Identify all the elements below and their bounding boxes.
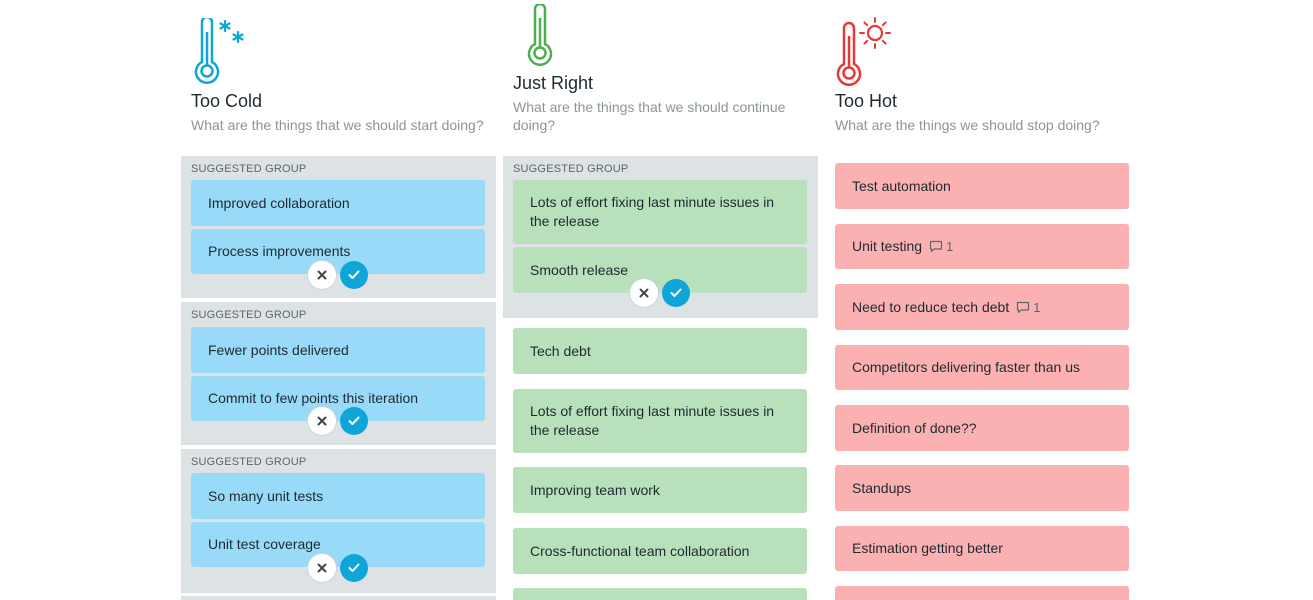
card-text: Smooth release [530,261,629,278]
card-partial[interactable] [513,588,807,600]
comment-count-value: 1 [1033,299,1041,315]
card[interactable]: Improving team work [513,467,807,513]
card[interactable]: Cross-functional team collaboration [513,528,807,574]
suggested-group-partial [181,596,496,600]
check-icon [670,288,682,297]
comment-count-value: 1 [946,239,954,254]
card-text: Estimation getting better [852,540,1003,556]
card[interactable]: Competitors delivering faster than us [835,345,1129,390]
check-icon [348,416,360,425]
comment-icon [1017,301,1030,313]
accept-group-button[interactable] [662,279,690,307]
card[interactable]: Fewer points delivered [191,327,485,373]
thermometer-sun-icon [836,17,891,86]
card[interactable]: Unit testing 1 [835,224,1129,269]
reject-group-button[interactable] [308,554,336,582]
column-header-just-right: Just Right What are the things that we s… [513,0,808,150]
card[interactable]: Definition of done?? [835,405,1129,451]
column-title: Too Cold [191,91,263,111]
thermometer-snowflake-icon [194,18,244,84]
card-text: Unit test coverage [208,536,321,552]
card-text: Competitors delivering faster than us [852,359,1080,375]
card-text: Improved collaboration [208,194,350,211]
card[interactable]: Estimation getting better [835,526,1129,571]
group-label: SUGGESTED GROUP [191,309,307,321]
group-label: SUGGESTED GROUP [191,456,307,468]
card-text: Lots of effort fixing last minute issues… [530,194,775,229]
suggested-group: SUGGESTED GROUP Improved collaboration P… [181,156,496,298]
card[interactable]: Process improvements [191,229,485,274]
close-icon [639,288,649,298]
check-icon [348,563,360,572]
accept-group-button[interactable] [340,554,368,582]
comment-count[interactable]: 1 [1016,298,1040,317]
card[interactable]: Standups [835,465,1129,511]
card-text: Fewer points delivered [208,341,349,358]
close-icon [317,416,327,426]
card[interactable]: Need to reduce tech debt 1 [835,284,1129,330]
close-icon [317,563,327,573]
card-text: Commit to few points this iteration [208,390,419,406]
card[interactable]: Test automation [835,163,1129,209]
card-text: Cross-functional team collaboration [530,542,750,559]
card[interactable]: Unit test coverage [191,522,485,567]
suggested-group: SUGGESTED GROUP Lots of effort fixing la… [503,156,818,318]
group-label: SUGGESTED GROUP [191,163,307,175]
column-subtitle: What are the things that we should start… [191,117,484,133]
comment-icon [929,240,943,253]
card[interactable]: Tech debt [513,328,807,374]
card-text: Process improvements [208,243,351,259]
card[interactable]: Lots of effort fixing last minute issues… [513,389,807,453]
card[interactable]: Lots of effort fixing last minute issues… [513,180,807,244]
accept-group-button[interactable] [340,261,368,289]
card[interactable]: Improved collaboration [191,180,485,226]
card-text: Unit testing [852,238,923,254]
card-text: Improving team work [530,481,660,498]
column-title: Too Hot [835,91,898,111]
column-header-too-hot: Too Hot What are the things we should st… [835,0,1130,150]
column-header-too-cold: Too Cold What are the things that we sho… [191,0,486,150]
suggested-group: SUGGESTED GROUP Fewer points delivered C… [181,302,496,445]
check-icon [348,270,360,279]
card-partial[interactable] [835,586,1129,600]
card-text: So many unit tests [208,487,324,504]
column-subtitle: What are the things we should stop doing… [835,117,1100,133]
card-text: Need to reduce tech debt [852,298,1010,315]
accept-group-button[interactable] [340,407,368,435]
reject-group-button[interactable] [308,261,336,289]
column-title: Just Right [513,73,594,93]
close-icon [317,270,327,280]
card-text: Tech debt [530,342,591,359]
card-text: Definition of done?? [852,419,977,436]
column-subtitle: What are the things that we should conti… [513,99,786,133]
reject-group-button[interactable] [630,279,658,307]
card[interactable]: Smooth release [513,247,807,293]
thermometer-icon [527,4,553,66]
suggested-group: SUGGESTED GROUP So many unit tests Unit … [181,449,496,593]
reject-group-button[interactable] [308,407,336,435]
card-text: Test automation [852,177,951,194]
card-text: Standups [852,479,912,496]
comment-count[interactable]: 1 [929,237,953,256]
group-label: SUGGESTED GROUP [513,163,629,175]
card[interactable]: Commit to few points this iteration [191,376,485,421]
card[interactable]: So many unit tests [191,473,485,519]
card-text: Lots of effort fixing last minute issues… [530,403,775,438]
